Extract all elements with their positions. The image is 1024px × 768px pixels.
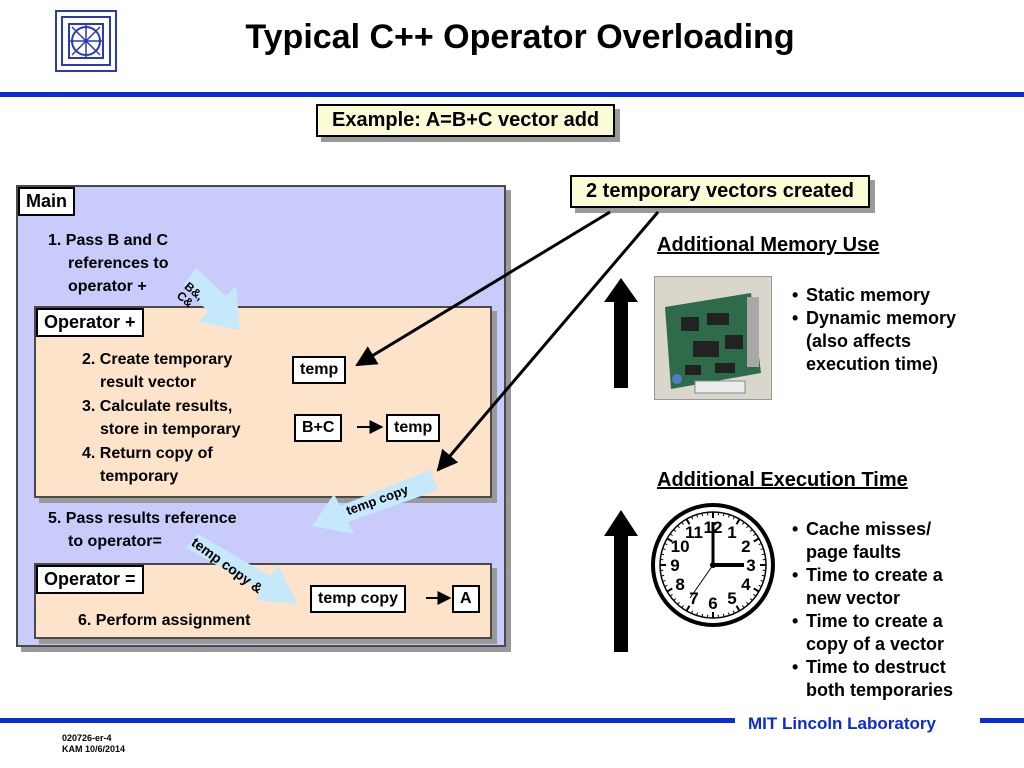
operator-plus-panel: Operator + 2. Create temporary result ve… [34, 306, 492, 498]
exec-bullet-3: •Time to create a [792, 611, 943, 631]
circuit-board-image [654, 276, 772, 400]
operator-assign-panel: Operator = 6. Perform assignment temp co… [34, 563, 492, 639]
clock-number: 8 [675, 575, 684, 594]
mit-ll-logo [55, 10, 117, 72]
clock-number: 4 [741, 575, 751, 594]
memory-up-arrow [604, 278, 638, 388]
footer-id: 020726-er-4 KAM 10/6/2014 [62, 733, 126, 754]
step-4: 4. Return copy of temporary [82, 445, 213, 485]
step-2: 2. Create temporary result vector [82, 351, 233, 391]
example-callout: Example: A=B+C vector add [316, 104, 616, 137]
step-3: 3. Calculate results, store in temporary [82, 398, 241, 438]
header-rule [0, 92, 1024, 97]
memory-bullet-2: •Dynamic memory [792, 308, 957, 328]
page-title: Typical C++ Operator Overloading [245, 18, 795, 56]
temp-copy-box: temp copy [310, 585, 407, 613]
step-1: 1. Pass B and C references to operator + [48, 232, 169, 295]
footer-rule-right [980, 718, 1024, 723]
clock-number: 11 [685, 523, 703, 542]
step-5: 5. Pass results reference to operator= [48, 510, 237, 550]
clock-number: 6 [708, 594, 717, 613]
clock-icon: 121234567891011 [650, 502, 776, 628]
main-tag: Main [18, 187, 76, 216]
temp-result-box: temp [386, 414, 441, 442]
memory-heading: Additional Memory Use [657, 234, 880, 256]
exec-bullet-4: •Time to destruct [792, 657, 946, 677]
clock-number: 2 [741, 537, 750, 556]
memory-bullet-1: •Static memory [792, 285, 931, 305]
memory-bullets: •Static memory •Dynamic memory (also aff… [792, 284, 956, 376]
clock-number: 3 [746, 556, 755, 575]
clock-number: 5 [727, 589, 736, 608]
memory-bullet-2-cont: (also affects [806, 331, 912, 351]
clock-number: 10 [671, 537, 690, 556]
temp-box: temp [292, 356, 347, 384]
exec-time-heading: Additional Execution Time [657, 469, 908, 491]
exec-up-arrow [604, 510, 638, 652]
b-plus-c-box: B+C [294, 414, 343, 442]
exec-bullet-2: •Time to create a [792, 565, 943, 585]
temporaries-label: 2 temporary vectors created [586, 180, 854, 202]
operator-assign-tag: Operator = [36, 565, 144, 594]
clock-number: 7 [689, 589, 698, 608]
temporaries-callout: 2 temporary vectors created [570, 175, 870, 208]
footer-rule-left [0, 718, 735, 723]
memory-bullet-2-cont2: execution time) [806, 354, 939, 374]
step-6: 6. Perform assignment [78, 612, 251, 629]
operator-plus-tag: Operator + [36, 308, 144, 337]
clock-number: 9 [670, 556, 679, 575]
footer-lab-name: MIT Lincoln Laboratory [748, 714, 936, 733]
exec-time-bullets: •Cache misses/ page faults •Time to crea… [792, 519, 954, 700]
a-box: A [452, 585, 480, 613]
example-label: Example: A=B+C vector add [332, 109, 600, 131]
clock-number: 1 [727, 523, 736, 542]
exec-bullet-1: •Cache misses/ [792, 519, 932, 539]
